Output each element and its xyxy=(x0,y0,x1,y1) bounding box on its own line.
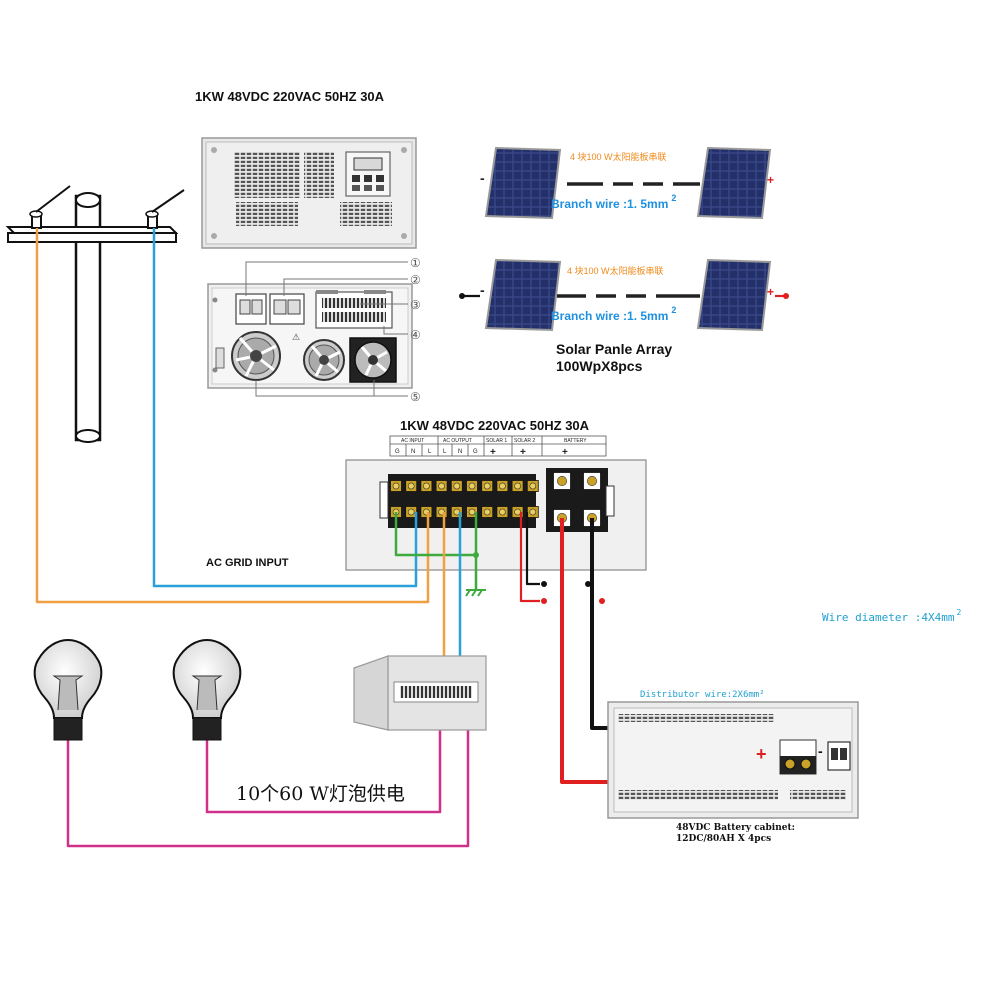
distributor-wire-label: Distributor wire:2X6mm² xyxy=(640,690,765,700)
ac-grid-input-label: AC GRID INPUT xyxy=(206,557,289,569)
terminal-screw-head xyxy=(499,508,506,516)
terminal-screw-head xyxy=(587,476,597,486)
hdr-battery-plus: + xyxy=(562,447,568,458)
terminal-title: 1KW 48VDC 220VAC 50HZ 30A xyxy=(400,418,590,433)
callout-4: ④ xyxy=(410,328,421,342)
panel-minus-1: - xyxy=(480,170,485,186)
light-bulb-icon xyxy=(33,638,242,741)
battery-cabinet-line2: 12DC/80AH X 4pcs xyxy=(676,834,771,844)
hdr-solar2: SOLAR 2 xyxy=(514,438,535,444)
terminal-screw-head xyxy=(514,508,521,516)
panel-minus-2: - xyxy=(480,282,485,298)
hdr-solar2-plus: + xyxy=(520,447,526,458)
hdr-n2: N xyxy=(458,449,462,455)
hdr-battery: BATTERY xyxy=(564,438,587,444)
hdr-ac-input: AC INPUT xyxy=(401,438,424,444)
svg-text:⚠: ⚠ xyxy=(292,332,300,342)
bulbs-label: 10个60 W灯泡供电 xyxy=(236,783,405,805)
callout-3: ③ xyxy=(410,298,421,312)
hdr-l2: L xyxy=(443,449,447,455)
inverter-front-icon xyxy=(201,137,417,249)
hdr-solar1: SOLAR 1 xyxy=(486,438,507,444)
solar-array-spec: 100WpX8pcs xyxy=(556,358,643,374)
battery-cabinet-icon xyxy=(607,701,859,819)
callout-lines xyxy=(245,261,408,397)
battery-minus-label: - xyxy=(818,743,823,759)
callout-5: ⑤ xyxy=(410,390,421,404)
distribution-box-icon xyxy=(353,655,487,731)
terminal-screw-head xyxy=(514,482,521,490)
series-dash-lines xyxy=(557,182,700,298)
terminal-screw-head xyxy=(423,482,430,490)
solar-array-title: Solar Panle Array xyxy=(556,341,672,357)
battery-cabinet-line1: 48VDC Battery cabinet: xyxy=(676,823,795,833)
callout-1: ① xyxy=(410,256,421,270)
terminal-screw-head xyxy=(407,508,415,516)
terminal-screw-head xyxy=(483,508,491,516)
solar-panel-icon xyxy=(484,146,772,332)
breaker-icon xyxy=(827,741,851,771)
terminal-screw-head xyxy=(468,508,476,516)
solar-row1-cn-label: 4 块100 W太阳能板串联 xyxy=(570,151,667,162)
hdr-g2: G xyxy=(473,449,478,455)
panel-plus-2: + xyxy=(767,285,774,299)
terminal-screw-head xyxy=(499,482,506,490)
terminal-screw-head xyxy=(468,482,476,490)
hdr-ac-output: AC OUTPUT xyxy=(443,438,472,444)
inverter-rear-icon: ⚠ xyxy=(207,283,413,389)
battery-plus-label: + xyxy=(756,744,767,764)
inverter-top-title: 1KW 48VDC 220VAC 50HZ 30A xyxy=(195,89,385,104)
ground-icon xyxy=(465,589,486,597)
terminal-screw-head xyxy=(392,482,400,490)
terminal-block-icon xyxy=(345,459,647,571)
hdr-solar1-plus: + xyxy=(490,447,496,458)
terminal-screw-head xyxy=(407,482,415,490)
terminal-screw-head xyxy=(557,476,567,486)
terminal-screw-head xyxy=(453,482,461,490)
junction-dots xyxy=(459,293,789,604)
hdr-g1: G xyxy=(395,449,400,455)
terminal-screw-head xyxy=(438,482,445,490)
hdr-l1: L xyxy=(428,449,432,455)
utility-pole-icon xyxy=(5,185,185,443)
terminal-header-table xyxy=(389,435,607,457)
hdr-n1: N xyxy=(411,449,415,455)
panel-plus-1: + xyxy=(767,173,774,187)
solar-row2-cn-label: 4 块100 W太阳能板串联 xyxy=(567,265,664,276)
terminal-screw-head xyxy=(529,482,537,490)
terminal-screw-head xyxy=(529,508,537,516)
terminal-screw-head xyxy=(483,482,491,490)
callout-2: ② xyxy=(410,273,421,287)
